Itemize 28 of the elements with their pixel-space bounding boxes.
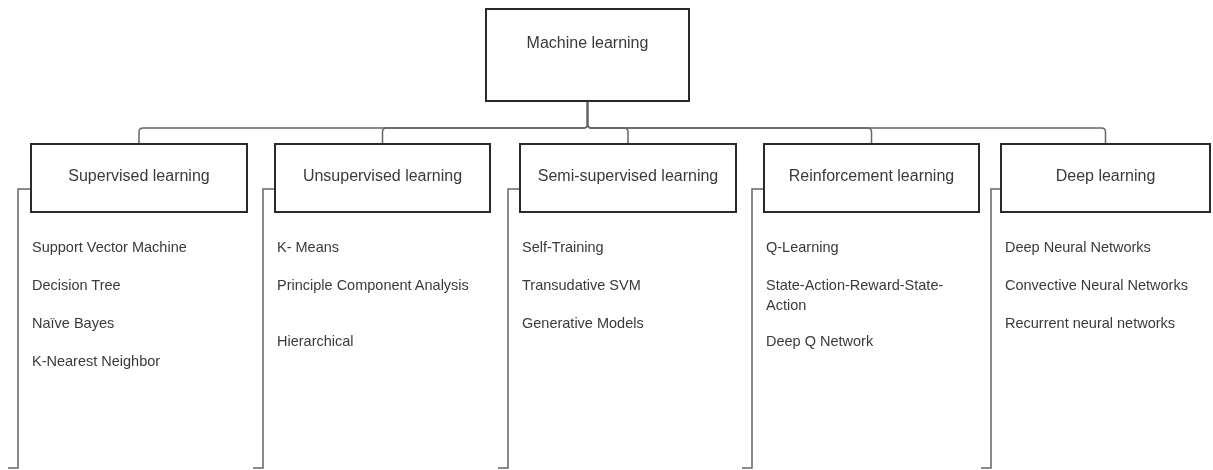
method-text: Decision Tree — [32, 276, 121, 295]
method-text: Deep Q Network — [766, 332, 874, 351]
category-box — [519, 143, 737, 213]
method-text: Self-Training — [522, 238, 604, 257]
box-title: Semi-supervised learning — [536, 166, 720, 186]
category-box — [274, 143, 491, 213]
method-text: Transudative SVM — [522, 276, 641, 295]
category-box — [30, 143, 248, 213]
box-title: Unsupervised learning — [301, 166, 464, 186]
method-text: Deep Neural Networks — [1005, 238, 1151, 257]
box-title: Supervised learning — [67, 166, 211, 186]
box-title: Deep learning — [1054, 166, 1157, 186]
method-text: Hierarchical — [277, 332, 354, 351]
method-text: Principle Component Analysis — [277, 276, 469, 295]
method-text: State-Action-Reward-State-Action — [766, 276, 945, 315]
category-box — [763, 143, 980, 213]
method-text: Generative Models — [522, 314, 644, 333]
category-box — [1000, 143, 1211, 213]
method-text: K-Nearest Neighbor — [32, 352, 161, 371]
box-title: Machine learning — [525, 33, 650, 53]
method-text: Q-Learning — [766, 238, 839, 257]
category-box — [485, 8, 690, 102]
method-text: K- Means — [277, 238, 340, 257]
method-text: Convective Neural Networks — [1005, 276, 1188, 295]
method-text: Naïve Bayes — [32, 314, 115, 333]
method-text: Support Vector Machine — [32, 238, 187, 257]
method-text: Recurrent neural networks — [1005, 314, 1176, 333]
box-title: Reinforcement learning — [787, 166, 956, 186]
